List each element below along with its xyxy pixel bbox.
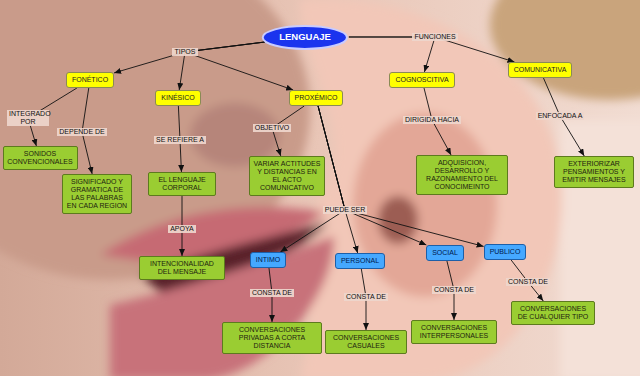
node-text: PERSONAL [341,257,379,265]
link-phrase: CONSTA DE [506,278,550,286]
connector-arrow [349,37,435,72]
subtype-box: SOCIAL [426,245,464,261]
connector-arrow [318,106,426,245]
link-phrase: ENFOCADA A [536,112,585,120]
link-phrase: OBJETIVO [253,124,292,132]
category-box: COMUNICATIVA [508,62,573,78]
node-text: EL LENGUAJE CORPORAL [152,176,212,192]
link-phrase: SE REFIERE A [154,136,206,144]
description-box: EL LENGUAJE CORPORAL [148,172,216,196]
node-text: CONVERSACIONES DE CUALQUIER TIPO [515,305,591,321]
link-phrase: CONSTA DE [344,293,388,301]
link-phrase: DEPENDE DE [57,128,107,136]
description-box: CONVERSACIONES PRIVADAS A CORTA DISTANCI… [222,322,322,354]
node-text: COMUNICATIVA [514,66,567,74]
link-phrase: DIRIGIDA HACIA [403,116,461,124]
connector-arrow [185,42,293,90]
link-phrase: APOYA [168,225,196,233]
description-box: INTENCIONALIDAD DEL MENSAJE [139,256,225,280]
node-text: CONVERSACIONES PRIVADAS A CORTA DISTANCI… [226,326,318,350]
link-phrase: CONSTA DE [250,289,294,297]
node-text: SIGNIFICADO Y GRAMATICA DE LAS PALABRAS … [66,178,128,210]
lower-lip [110,236,334,376]
node-text: SONIDOS CONVENCIONALES [7,150,74,166]
description-box: VARIAR ACTITUDES Y DISTANCIAS EN EL ACTO… [249,156,325,196]
connector-arrow [114,42,265,73]
node-text: COGNOSCITIVA [395,76,448,84]
ear-concha [353,113,497,297]
node-text: PROXÉMICO [295,94,338,102]
node-text: SOCIAL [432,249,458,257]
node-text: ADQUISICION, DESARROLLO Y RAZONAMIENTO D… [420,159,504,191]
root-concept-ellipse: LENGUAJE [261,25,349,50]
subtype-box: PERSONAL [335,253,385,269]
subtype-box: INTIMO [250,252,287,268]
link-phrase: FUNCIONES [412,33,457,41]
description-box: CONVERSACIONES CASUALES [325,330,407,354]
link-phrase: CONSTA DE [432,286,476,294]
category-box: KINÉSICO [155,90,200,106]
description-box: SIGNIFICADO Y GRAMATICA DE LAS PALABRAS … [62,174,132,214]
description-box: EXTERIORIZAR PENSAMIENTOS Y EMITIR MENSA… [554,156,634,188]
node-text: VARIAR ACTITUDES Y DISTANCIAS EN EL ACTO… [253,160,321,192]
subtype-box: PUBLICO [484,244,527,260]
description-box: ADQUISICION, DESARROLLO Y RAZONAMIENTO D… [416,155,508,195]
category-box: PROXÉMICO [289,90,344,106]
node-text: LENGUAJE [279,32,331,43]
node-text: FONÉTICO [72,76,108,84]
description-box: CONVERSACIONES DE CUALQUIER TIPO [511,301,595,325]
node-text: EXTERIORIZAR PENSAMIENTOS Y EMITIR MENSA… [558,160,630,184]
node-text: PUBLICO [490,248,521,256]
node-text: CONVERSACIONES CASUALES [329,334,403,350]
node-text: KINÉSICO [161,94,194,102]
description-box: SONIDOS CONVENCIONALES [3,146,78,170]
node-text: INTIMO [256,256,281,264]
node-text: INTENCIONALIDAD DEL MENSAJE [143,260,221,276]
category-box: COGNOSCITIVA [389,72,454,88]
category-box: FONÉTICO [66,72,114,88]
node-text: CONVERSACIONES INTERPERSONALES [415,324,493,340]
link-phrase: PUEDE SER [323,206,367,214]
link-phrase: TIPOS [172,48,197,56]
ellipse-shape [263,26,347,49]
link-phrase: INTEGRADO POR [7,110,49,126]
description-box: CONVERSACIONES INTERPERSONALES [411,320,497,344]
